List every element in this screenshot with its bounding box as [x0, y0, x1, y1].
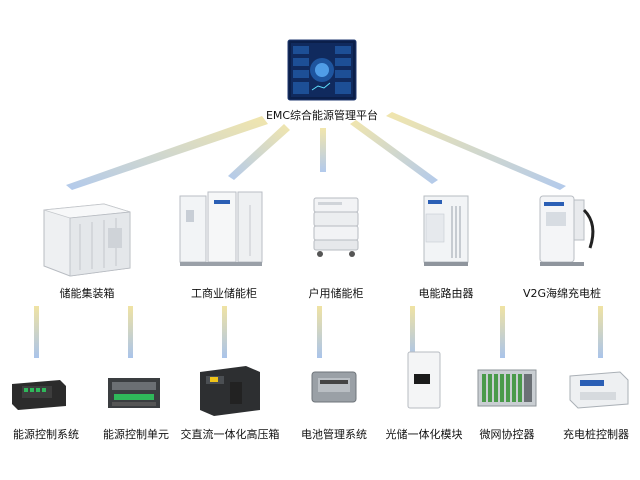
component-label-bms: 电池管理系统 — [301, 428, 367, 441]
energy-control-unit-image — [108, 378, 160, 408]
platform-label: EMC综合能源管理平台 — [265, 109, 379, 122]
connector-to-energy-control-system — [34, 306, 39, 358]
component-label-pv-storage-module: 光储一体化模块 — [385, 428, 463, 441]
charger-controller-image — [569, 371, 629, 409]
product-label-storage-container: 储能集装箱 — [59, 287, 115, 300]
product-label-commercial-storage: 工商业储能柜 — [191, 287, 257, 300]
product-label-v2g-charger: V2G海绵充电桩 — [522, 287, 602, 300]
connector-to-bms — [317, 306, 322, 358]
platform-dashboard-image — [287, 39, 357, 101]
energy-control-system-image — [12, 380, 66, 410]
connector-platform-to-commercial — [228, 124, 290, 180]
component-label-charger-controller: 充电桩控制器 — [563, 428, 629, 441]
component-connectors — [34, 306, 603, 358]
connector-to-energy-control-unit — [128, 306, 133, 358]
storage-container-image — [43, 203, 131, 277]
connector-to-charger-controller — [598, 306, 603, 358]
household-storage-cabinet-image — [313, 197, 359, 257]
product-label-energy-router: 电能路由器 — [418, 287, 474, 300]
connector-to-microgrid — [500, 306, 505, 358]
pv-storage-module-image — [407, 351, 441, 409]
connector-platform-to-v2g — [386, 112, 566, 190]
microgrid-controller-image — [477, 369, 537, 407]
connector-platform-to-router — [350, 120, 438, 184]
hv-box-image — [200, 366, 260, 416]
platform-connectors — [66, 112, 566, 190]
bms-image — [311, 371, 357, 403]
v2g-charging-pile-image — [539, 195, 595, 266]
connector-platform-to-container — [66, 116, 268, 190]
connector-to-hv-box — [222, 306, 227, 358]
connector-to-pv-module — [410, 306, 415, 358]
commercial-storage-cabinet-image — [179, 191, 263, 266]
energy-router-image — [423, 195, 469, 266]
component-label-energy-control-system: 能源控制系统 — [13, 428, 79, 441]
component-label-energy-control-unit: 能源控制单元 — [103, 428, 169, 441]
component-label-hv-box: 交直流一体化高压箱 — [180, 428, 280, 441]
connector-platform-to-household — [320, 128, 326, 172]
component-label-microgrid-controller: 微网协控器 — [479, 428, 535, 441]
product-label-household-storage: 户用储能柜 — [308, 287, 364, 300]
